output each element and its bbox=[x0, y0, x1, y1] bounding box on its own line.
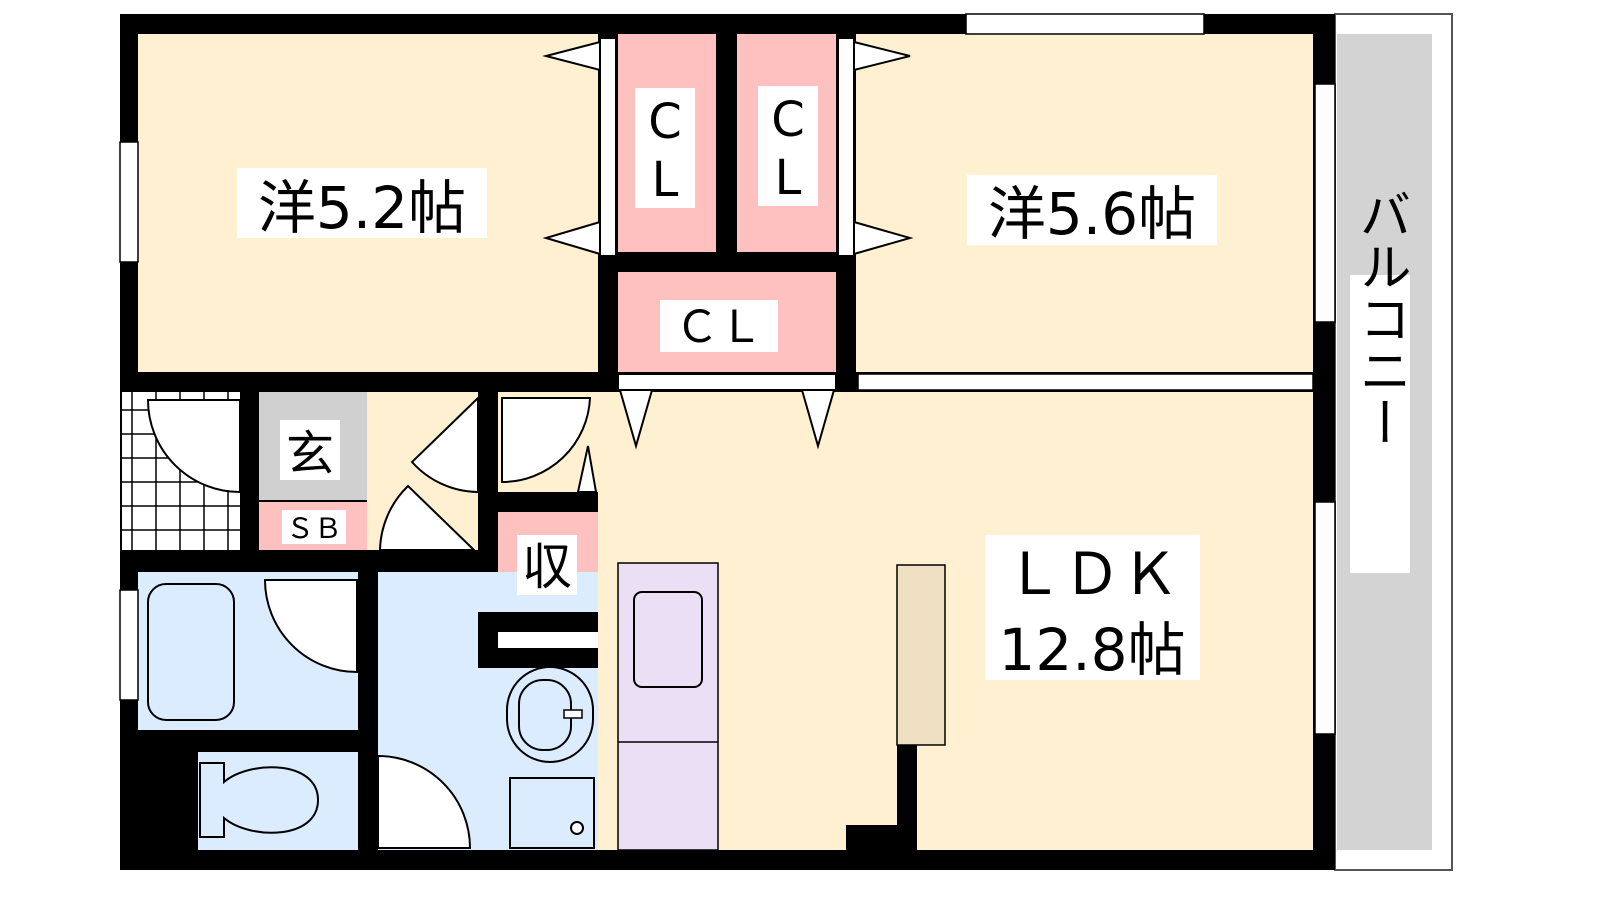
closet-doors[interactable] bbox=[542, 37, 914, 450]
toilet-door[interactable] bbox=[377, 754, 472, 849]
entrance-label: 玄 bbox=[286, 426, 334, 482]
ldk-label: ＬＤＫ bbox=[1005, 540, 1179, 608]
entrance-tile-floor bbox=[122, 392, 241, 550]
counter bbox=[896, 564, 946, 746]
closet-c-label: ＣＬ bbox=[675, 302, 763, 353]
closet-b-label-2: L bbox=[775, 150, 802, 206]
western-room-2-label: 洋5.6帖 bbox=[988, 180, 1196, 248]
shelf-slot bbox=[498, 632, 598, 648]
closet-b-label-1: C bbox=[771, 92, 805, 148]
bathtub bbox=[147, 583, 235, 721]
balcony-label: バルコニー bbox=[1350, 188, 1410, 448]
storage-label: 収 bbox=[522, 538, 572, 596]
toilet bbox=[199, 762, 320, 838]
windows bbox=[119, 13, 1336, 735]
bathroom-door[interactable] bbox=[263, 579, 358, 674]
shoe-box-label: ＳＢ bbox=[286, 512, 342, 545]
closet-a-label-2: L bbox=[652, 152, 679, 208]
closet-a-label-1: C bbox=[648, 94, 682, 150]
hall-doors[interactable] bbox=[378, 395, 598, 551]
sink bbox=[633, 591, 703, 688]
western-room-1-label: 洋5.2帖 bbox=[258, 174, 466, 242]
ldk-size-label: 12.8帖 bbox=[998, 616, 1185, 684]
washing-machine bbox=[509, 777, 595, 849]
